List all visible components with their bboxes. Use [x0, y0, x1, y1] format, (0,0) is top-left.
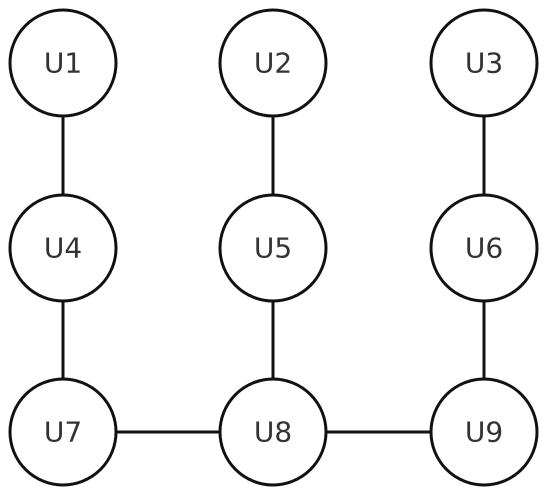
node-circle — [8, 8, 118, 118]
node-u8: U8 — [218, 377, 328, 487]
node-circle — [218, 377, 328, 487]
node-label: U2 — [254, 47, 292, 80]
node-label: U4 — [44, 232, 82, 265]
node-u5: U5 — [218, 193, 328, 303]
node-u4: U4 — [8, 193, 118, 303]
node-u6: U6 — [429, 193, 539, 303]
node-circle — [429, 193, 539, 303]
node-circle — [8, 193, 118, 303]
node-circle — [218, 193, 328, 303]
node-label: U5 — [254, 232, 292, 265]
node-label: U9 — [465, 416, 503, 449]
node-circle — [218, 8, 328, 118]
node-u9: U9 — [429, 377, 539, 487]
node-circle — [429, 8, 539, 118]
node-u1: U1 — [8, 8, 118, 118]
node-u7: U7 — [8, 377, 118, 487]
node-label: U3 — [465, 47, 503, 80]
node-label: U1 — [44, 47, 82, 80]
node-u3: U3 — [429, 8, 539, 118]
node-circle — [8, 377, 118, 487]
node-circle — [429, 377, 539, 487]
node-u2: U2 — [218, 8, 328, 118]
node-label: U7 — [44, 416, 82, 449]
node-label: U6 — [465, 232, 503, 265]
node-label: U8 — [254, 416, 292, 449]
